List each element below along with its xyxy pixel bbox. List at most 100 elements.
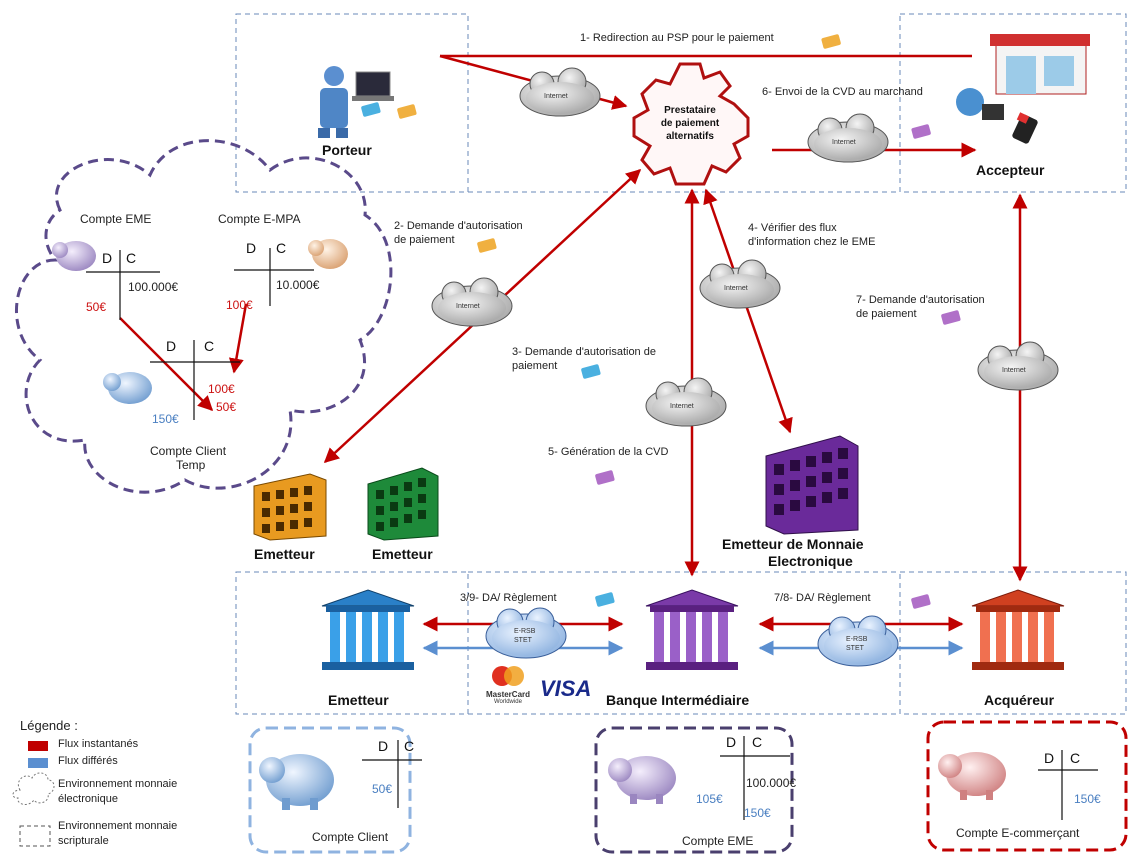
step-4-label-line-1: 4- Vérifier des flux: [748, 222, 837, 234]
porteur-cards-icon: [361, 102, 417, 119]
compte-empa-title: Compte E-MPA: [218, 212, 301, 226]
compte-eme-bottom-credit: 100.000€: [746, 776, 797, 790]
ersb-cloud-1: [485, 607, 567, 659]
compte-eme-frame: [594, 726, 794, 854]
legend-title: Légende :: [20, 718, 78, 733]
compte-eme-bottom-d: D: [726, 734, 737, 750]
pig-compte-client-icon: [259, 754, 334, 810]
compte-eme-bottom-title: Compte EME: [682, 834, 754, 848]
mastercard-label: MasterCard: [486, 690, 531, 699]
compte-ecommercant-frame: [926, 720, 1128, 852]
step-2-label-line-1: 2- Demande d'autorisation: [394, 220, 523, 232]
mastercard-logo-icon: [492, 666, 524, 686]
legend-dashed-symbol: [19, 825, 51, 847]
accepteur-zone: [899, 13, 1127, 193]
internet-cloud-5: [645, 377, 727, 427]
legend-symbols: [12, 741, 55, 847]
internet-cloud-2: [807, 113, 889, 163]
legend-emoney-label-2: électronique: [58, 793, 118, 805]
compte-empa-credit: 10.000€: [276, 278, 320, 292]
internet-label-6: Internet: [1002, 367, 1026, 374]
compte-client-c: C: [404, 738, 415, 754]
step-6-label: 6- Envoi de la CVD au marchand: [762, 86, 923, 98]
visa-label: VISA: [540, 676, 592, 701]
flow-eme-to-temp: [119, 317, 214, 412]
emetteur-bank-zone: [235, 571, 469, 715]
legend-script-label-2: scripturale: [58, 835, 109, 847]
compte-temp-title-2: Temp: [176, 458, 206, 472]
compte-client-debit: 50€: [372, 782, 393, 796]
compte-eme-credit: 100.000€: [128, 280, 179, 294]
accepteur-label: Accepteur: [976, 162, 1045, 178]
step-7-8-label: 7/8- DA/ Règlement: [774, 592, 871, 604]
legend-script-label-1: Environnement monnaie: [58, 820, 178, 832]
legend-instant-label: Flux instantanés: [58, 738, 139, 750]
mastercard-sub-label: Worldwide: [494, 699, 522, 705]
compte-empa-c: C: [276, 240, 287, 256]
step-3-9-label: 3/9- DA/ Règlement: [460, 592, 557, 604]
emetteur-green-building-icon: [367, 467, 439, 541]
compte-temp-d: D: [166, 338, 177, 354]
compte-temp-credit-1: 100€: [208, 382, 235, 396]
compte-temp-debit: 150€: [152, 412, 179, 426]
flow-empa-to-temp: [228, 303, 248, 374]
pig-compte-eme-bottom-icon: [608, 756, 676, 804]
acquereur-bank-icon: [971, 589, 1065, 670]
step-4-label-line-2: d'information chez le EME: [748, 236, 876, 248]
psp-label-line-3: alternatifs: [666, 131, 714, 142]
accepteur-shop-icon: [956, 34, 1090, 144]
internet-label-3: Internet: [456, 303, 480, 310]
flow-psp-eme: [703, 188, 793, 434]
porteur-label: Porteur: [322, 142, 372, 158]
internet-cloud-1: [519, 67, 601, 117]
step-3-label-line-1: 3- Demande d'autorisation de: [512, 346, 656, 358]
compte-temp-title-1: Compte Client: [150, 444, 227, 458]
step-7-label-line-1: 7- Demande d'autorisation: [856, 294, 985, 306]
compte-temp-c: C: [204, 338, 215, 354]
internet-label-2: Internet: [832, 139, 856, 146]
legend-cloud-symbol: [12, 772, 55, 805]
porteur-person-icon: [318, 66, 394, 138]
internet-cloud-3: [431, 277, 513, 327]
step-3-label-line-2: paiement: [512, 360, 558, 372]
compte-eme-title: Compte EME: [80, 212, 152, 226]
legend-deferred-label: Flux différés: [58, 755, 118, 767]
internet-cloud-4: [699, 259, 781, 309]
pig-compte-ecommercant-icon: [938, 752, 1006, 800]
t-accounts: [86, 248, 1098, 820]
emetteur-bank-icon: [321, 589, 415, 670]
ersb-label-2-line-2: STET: [846, 645, 864, 652]
compte-eme-debit: 50€: [86, 300, 107, 314]
legend-instant-swatch: [28, 741, 48, 751]
compte-eme-d: D: [102, 250, 113, 266]
internet-label-4: Internet: [724, 285, 748, 292]
compte-ecommercant-title: Compte E-commerçant: [956, 826, 1080, 840]
banque-intermediaire-icon: [645, 589, 739, 670]
step-5-label: 5- Génération de la CVD: [548, 446, 669, 458]
pig-compte-temp-icon: [103, 372, 152, 404]
emetteur-orange-building-icon: [253, 473, 327, 541]
ersb-label-1-line-2: STET: [514, 637, 532, 644]
internet-clouds: [431, 67, 1059, 427]
emoney-environment-cloud: [15, 139, 393, 494]
compte-temp-credit-2: 50€: [216, 400, 237, 414]
legend-deferred-swatch: [28, 758, 48, 768]
psp-gear-icon: [632, 62, 750, 186]
compte-ecommercant-d: D: [1044, 750, 1055, 766]
compte-empa-debit: 100€: [226, 298, 253, 312]
banque-intermediaire-label: Banque Intermédiaire: [606, 692, 750, 708]
psp-label: Prestataire de paiement alternatifs: [640, 104, 740, 143]
compte-empa-d: D: [246, 240, 257, 256]
acquereur-label: Acquéreur: [984, 692, 1055, 708]
compte-eme-bottom-debit-2: 150€: [744, 806, 771, 820]
emetteur-orange-label: Emetteur: [254, 546, 315, 562]
porteur-zone: [235, 13, 469, 193]
compte-ecommercant-c: C: [1070, 750, 1081, 766]
compte-client-frame: [248, 726, 412, 854]
step-2-label-line-2: de paiement: [394, 234, 455, 246]
step-1-label: 1- Redirection au PSP pour le paiement: [580, 32, 774, 44]
compte-client-d: D: [378, 738, 389, 754]
pig-compte-eme-icon: [52, 241, 96, 271]
pig-compte-empa-icon: [308, 239, 348, 269]
